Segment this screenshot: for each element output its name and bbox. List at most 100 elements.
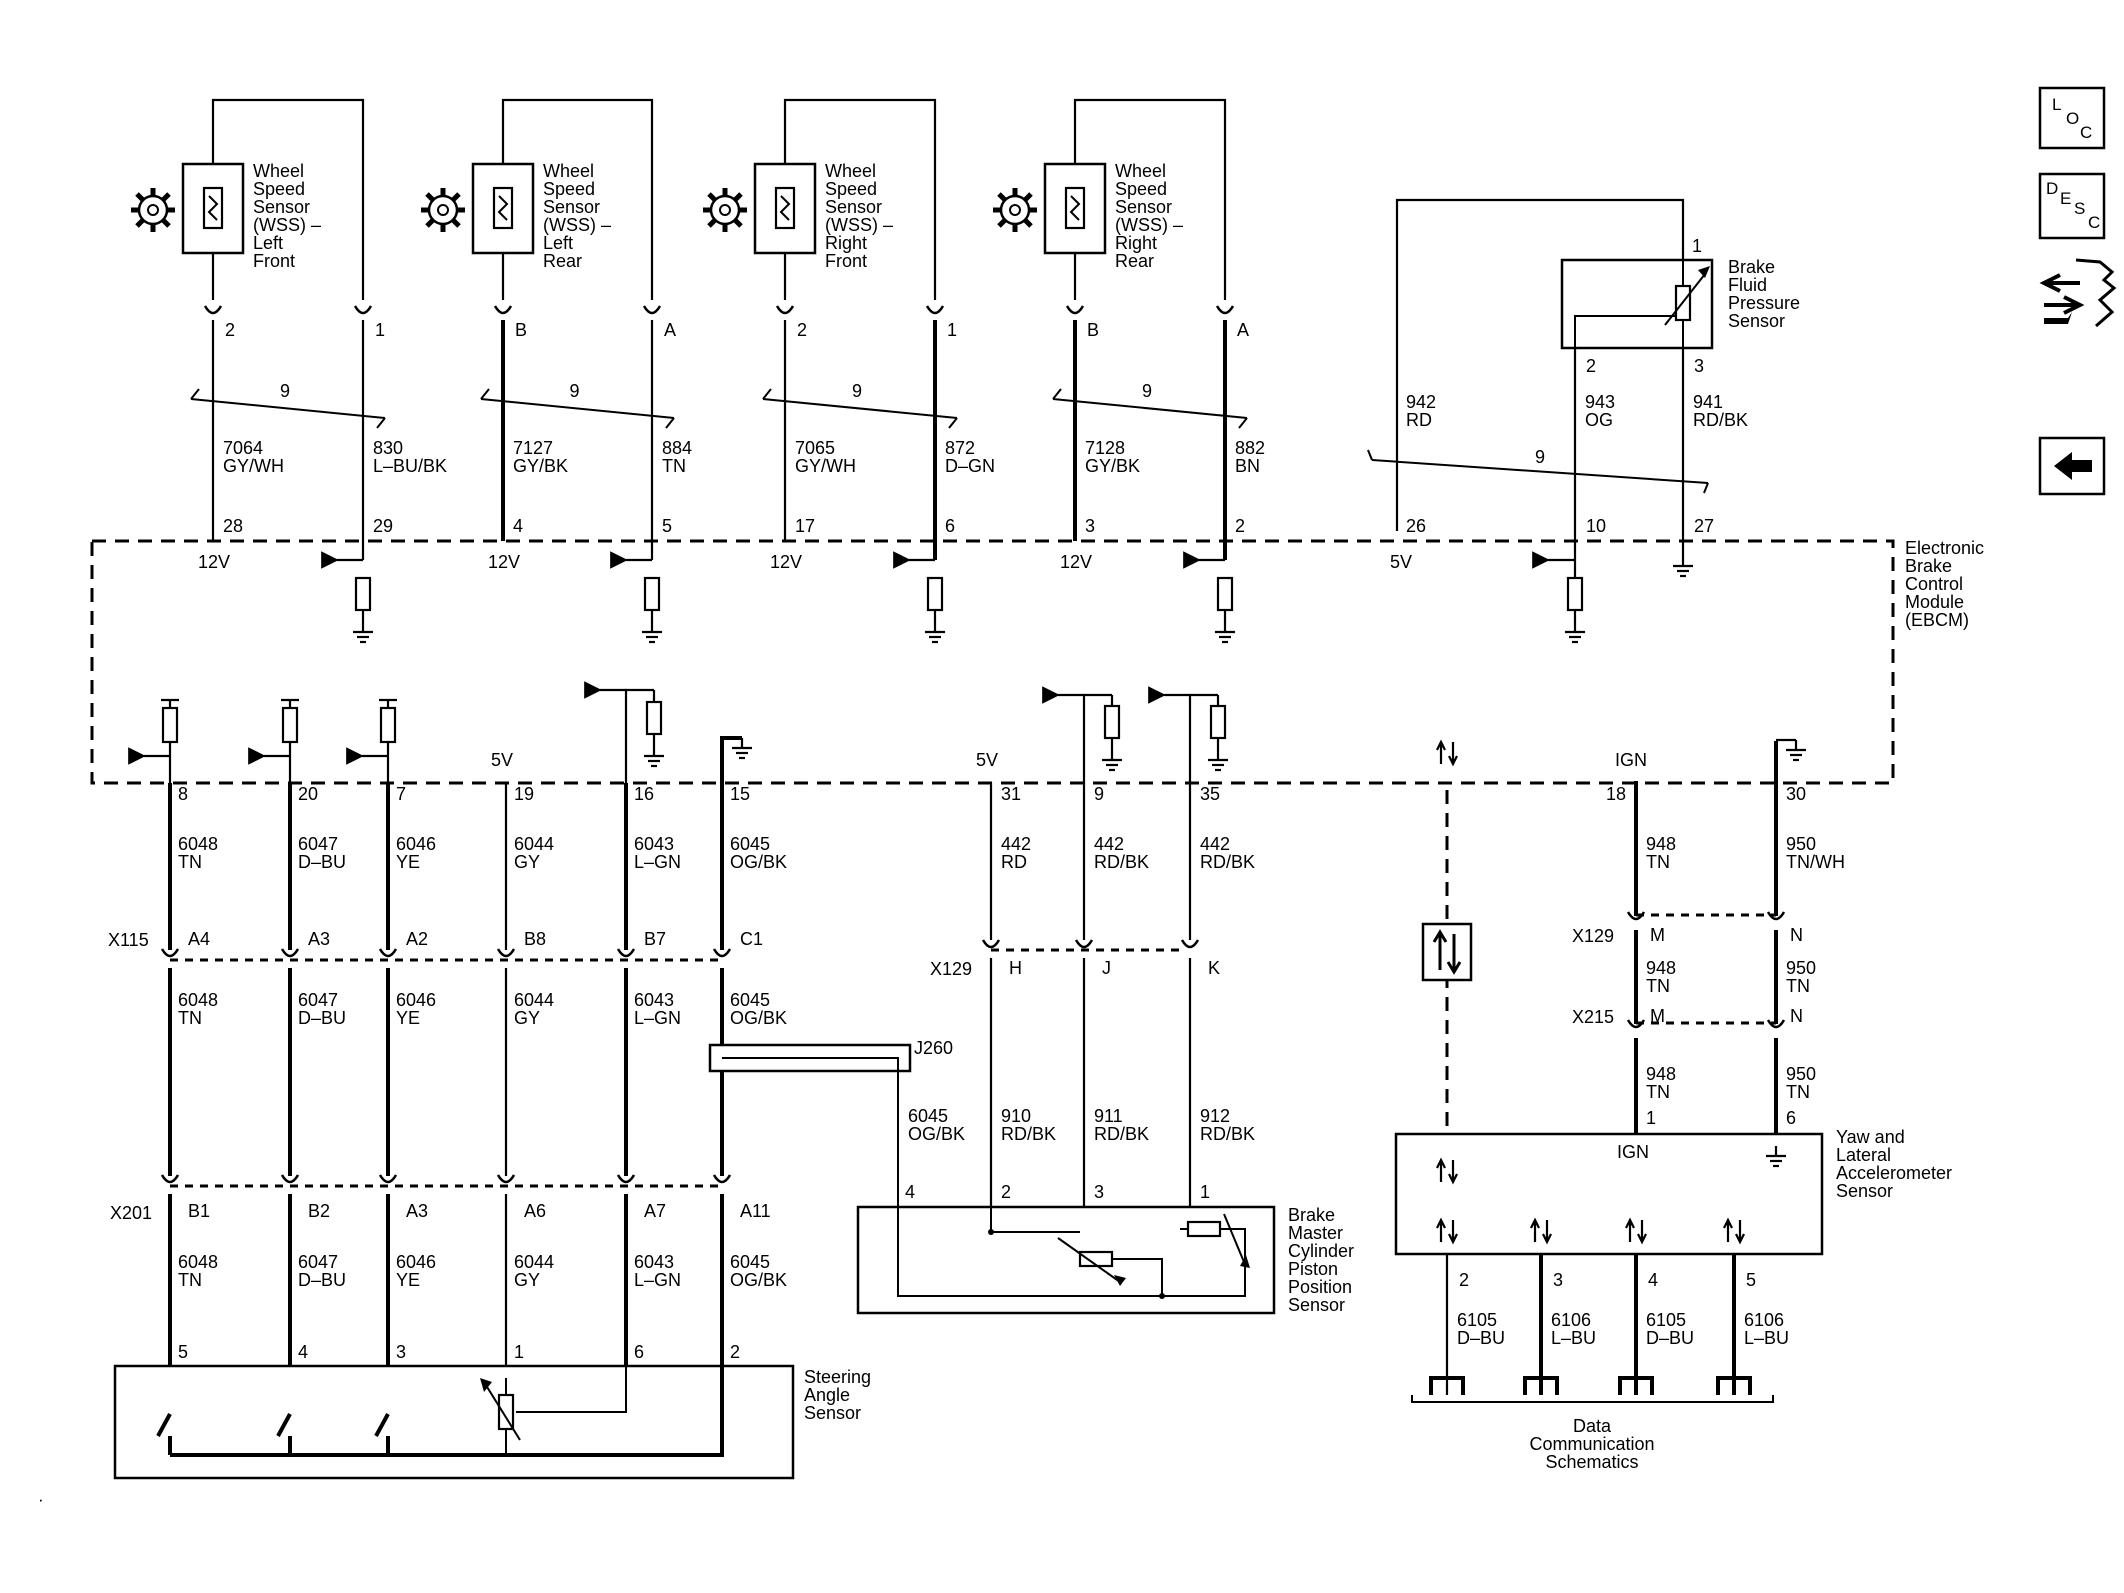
wss-label: Sensor bbox=[543, 197, 600, 217]
wire-color: L–GN bbox=[634, 852, 681, 872]
svg-text:Piston: Piston bbox=[1288, 1259, 1338, 1279]
wire-color: D–BU bbox=[1646, 1328, 1694, 1348]
svg-text:10: 10 bbox=[1586, 516, 1606, 536]
wss-label: Speed bbox=[1115, 179, 1167, 199]
pin-label: A bbox=[1237, 320, 1249, 340]
wire-number: 6046 bbox=[396, 990, 436, 1010]
wire-number: 6048 bbox=[178, 834, 218, 854]
wire-number: 830 bbox=[373, 438, 403, 458]
x201-pin: B2 bbox=[308, 1201, 330, 1221]
wire-number: 6045 bbox=[730, 834, 770, 854]
wss-label: Left bbox=[253, 233, 283, 253]
x115-pin: A4 bbox=[188, 929, 210, 949]
wss-label: Speed bbox=[253, 179, 305, 199]
svg-text:Angle: Angle bbox=[804, 1385, 850, 1405]
wire-color: GY bbox=[514, 852, 540, 872]
steering-angle-circuits: 86048TNA46048TNB16048TN5206047D–BUA36047… bbox=[128, 681, 787, 1421]
wire-color: GY/BK bbox=[513, 456, 568, 476]
wss-label: Rear bbox=[543, 251, 582, 271]
wss-label: Wheel bbox=[1115, 161, 1166, 181]
wire-color: YE bbox=[396, 1270, 420, 1290]
x201-pin: A7 bbox=[644, 1201, 666, 1221]
wss-label: (WSS) – bbox=[1115, 215, 1183, 235]
ecm-pin: 2 bbox=[1235, 516, 1245, 536]
wire-color: RD/BK bbox=[1200, 852, 1255, 872]
svg-text:948: 948 bbox=[1646, 834, 1676, 854]
svg-text:3: 3 bbox=[1694, 356, 1704, 376]
svg-text:Sensor: Sensor bbox=[1836, 1181, 1893, 1201]
svg-text:6: 6 bbox=[1786, 1108, 1796, 1128]
svg-text:9: 9 bbox=[1535, 447, 1545, 467]
x115-label: X115 bbox=[108, 930, 149, 950]
voltage-label: 5V bbox=[491, 750, 513, 770]
wire-number: 872 bbox=[945, 438, 975, 458]
j260-splice: J260 6045 OG/BK 4 bbox=[708, 1038, 1246, 1297]
svg-text:Control: Control bbox=[1905, 574, 1963, 594]
svg-text:950: 950 bbox=[1786, 958, 1816, 978]
svg-text:Communication: Communication bbox=[1529, 1434, 1654, 1454]
sensor-pin: 3 bbox=[1094, 1182, 1104, 1202]
wire-color: RD/BK bbox=[1200, 1124, 1255, 1144]
connector-info-icon[interactable] bbox=[2039, 258, 2117, 328]
svg-text:948: 948 bbox=[1646, 1064, 1676, 1084]
description-button[interactable]: D E S C bbox=[2038, 172, 2106, 240]
svg-text:941: 941 bbox=[1693, 392, 1723, 412]
wss-label: Wheel bbox=[253, 161, 304, 181]
pin-label: 1 bbox=[947, 320, 957, 340]
sensor-pin: 6 bbox=[634, 1342, 644, 1362]
wire-color: RD/BK bbox=[1094, 852, 1149, 872]
wire-number: 6043 bbox=[634, 990, 674, 1010]
svg-text:Schematics: Schematics bbox=[1545, 1452, 1638, 1472]
svg-text:X215: X215 bbox=[1572, 1007, 1614, 1027]
svg-text:Fluid: Fluid bbox=[1728, 275, 1767, 295]
ecm-pin: 29 bbox=[373, 516, 393, 536]
wss-label: Front bbox=[253, 251, 295, 271]
svg-text:M: M bbox=[1650, 925, 1665, 945]
svg-text:Steering: Steering bbox=[804, 1367, 871, 1387]
twist-label: 9 bbox=[852, 381, 862, 401]
voltage-label: 12V bbox=[770, 552, 802, 572]
wss-label: Wheel bbox=[825, 161, 876, 181]
sensor-pin: 2 bbox=[1001, 1182, 1011, 1202]
wire-number: 911 bbox=[1094, 1106, 1123, 1126]
ebcm-boundary bbox=[90, 539, 1895, 785]
wss-label: (WSS) – bbox=[253, 215, 321, 235]
back-arrow-button[interactable] bbox=[2038, 436, 2106, 496]
sensor-pin: 1 bbox=[514, 1342, 524, 1362]
yaw-rate-sensor: Yaw and Lateral Accelerometer Sensor IGN… bbox=[1394, 738, 1952, 1256]
sensor-pin: 3 bbox=[1553, 1270, 1563, 1290]
svg-text:948: 948 bbox=[1646, 958, 1676, 978]
ecm-pin: 17 bbox=[795, 516, 815, 536]
pin-label: A bbox=[664, 320, 676, 340]
svg-text:Sensor: Sensor bbox=[1728, 311, 1785, 331]
location-button[interactable]: L O C bbox=[2038, 86, 2106, 150]
ecm-pin: 16 bbox=[634, 784, 654, 804]
wss-label: Speed bbox=[543, 179, 595, 199]
svg-text:Brake: Brake bbox=[1288, 1205, 1335, 1225]
svg-text:(EBCM): (EBCM) bbox=[1905, 610, 1969, 630]
wire-number: 6048 bbox=[178, 990, 218, 1010]
wire-number: 6043 bbox=[634, 1252, 674, 1272]
x201-pin: A11 bbox=[740, 1201, 771, 1221]
x115-pin: B7 bbox=[644, 929, 666, 949]
wire-number: 6105 bbox=[1646, 1310, 1686, 1330]
wire-number: 6046 bbox=[396, 834, 436, 854]
pin-label: 2 bbox=[225, 320, 235, 340]
svg-text:X129: X129 bbox=[1572, 926, 1614, 946]
svg-text:D: D bbox=[2046, 179, 2058, 198]
x201-label: X201 bbox=[110, 1203, 152, 1223]
wire-color: GY bbox=[514, 1008, 540, 1028]
ecm-pin: 6 bbox=[945, 516, 955, 536]
wire-number: 7128 bbox=[1085, 438, 1125, 458]
wire-color: GY/WH bbox=[795, 456, 856, 476]
wss-label: (WSS) – bbox=[543, 215, 611, 235]
wire-number: 6106 bbox=[1744, 1310, 1784, 1330]
page-mark: · bbox=[38, 1490, 44, 1509]
